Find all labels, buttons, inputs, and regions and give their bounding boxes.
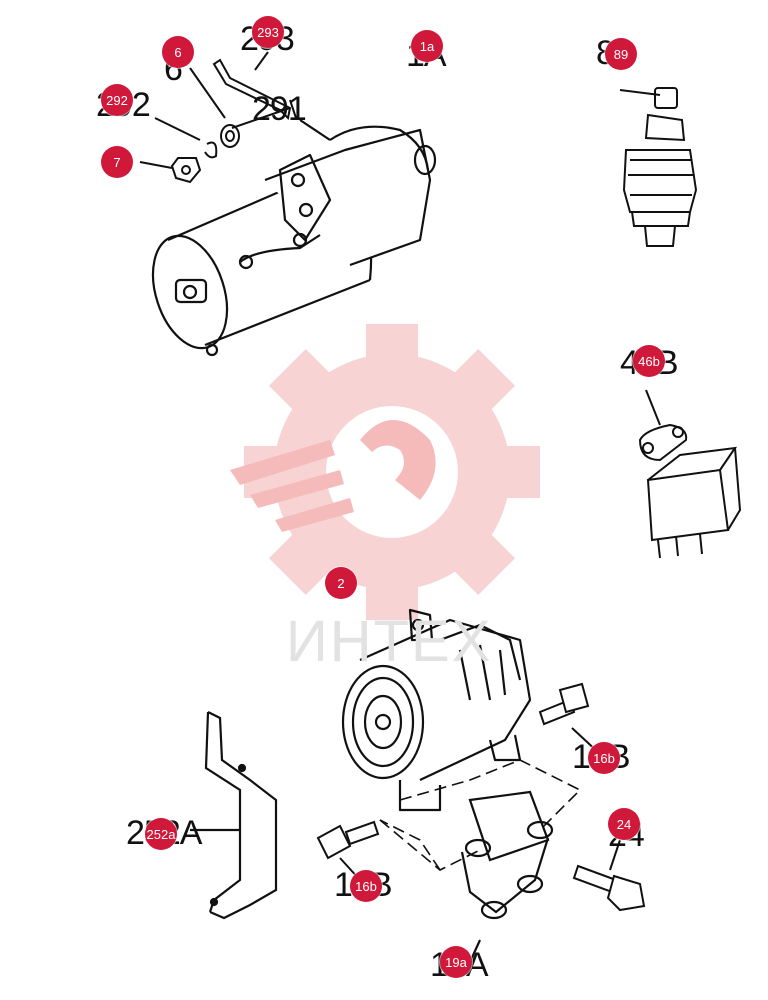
callout-16b-right[interactable]: 16b — [588, 742, 620, 774]
watermark-gear-icon — [230, 324, 540, 620]
part-ref-291: 291 — [252, 90, 307, 128]
relay-46b — [638, 389, 742, 559]
bolt-24 — [572, 839, 646, 912]
watermark-text: ИНТЕХ — [286, 609, 493, 674]
bracket-293 — [212, 51, 297, 121]
callout-6[interactable]: 6 — [162, 36, 194, 68]
callout-292[interactable]: 292 — [101, 84, 133, 116]
callout-293[interactable]: 293 — [252, 16, 284, 48]
sensor-89 — [619, 87, 698, 247]
callout-24[interactable]: 24 — [608, 808, 640, 840]
callout-252a[interactable]: 252a — [145, 818, 177, 850]
callout-19a[interactable]: 19a — [440, 946, 472, 978]
callout-7[interactable]: 7 — [101, 146, 133, 178]
washers-and-nut — [139, 67, 291, 184]
callout-16b-left[interactable]: 16b — [350, 870, 382, 902]
callout-46b[interactable]: 46b — [633, 345, 665, 377]
link-19a — [460, 790, 554, 963]
starter-motor — [151, 119, 437, 357]
bracket-252a — [190, 711, 278, 920]
callout-89[interactable]: 89 — [605, 38, 637, 70]
callout-1a[interactable]: 1a — [411, 30, 443, 62]
alternator-2 — [341, 608, 532, 812]
callout-2[interactable]: 2 — [325, 567, 357, 599]
bolt-16b-right — [538, 682, 601, 755]
dashed-guides — [379, 759, 582, 871]
